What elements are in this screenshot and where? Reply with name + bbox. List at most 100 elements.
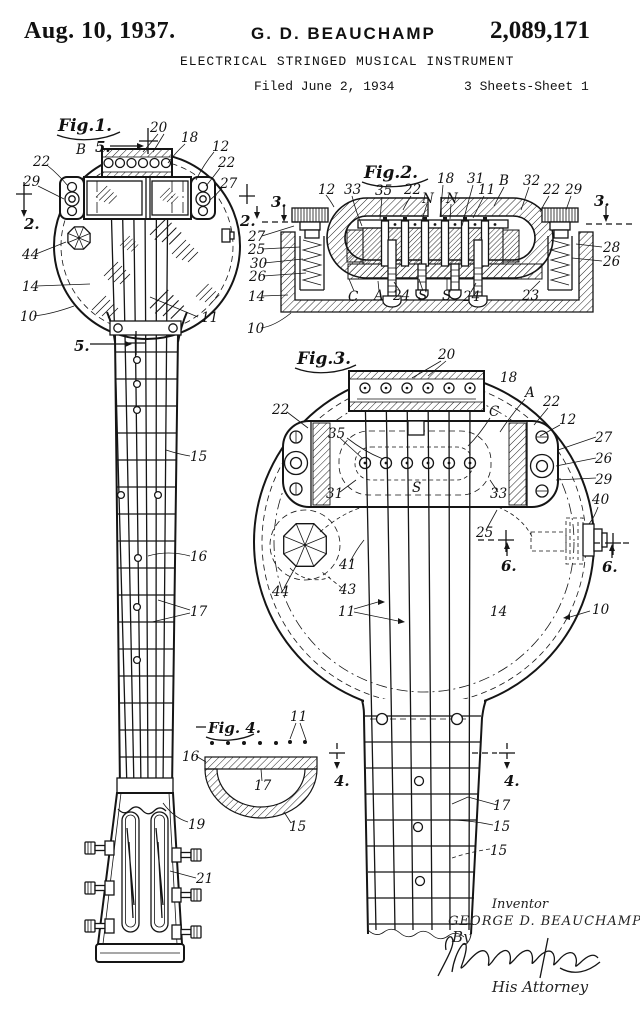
fig1-tuning-pegs-left xyxy=(85,841,114,933)
fig2-label-10: 10 xyxy=(247,321,265,337)
signature-block: Inventor GEORGE D. BEAUCHAMP By His Atto… xyxy=(438,897,640,996)
fig2-label-22-right: 22 xyxy=(542,182,560,198)
fig2-label-26-left: 26 xyxy=(248,269,267,285)
fig1-label-22-left: 22 xyxy=(32,154,50,170)
fig3-label-A: A xyxy=(523,385,535,401)
fig3-label-18: 18 xyxy=(500,370,518,386)
fig4-label-15: 15 xyxy=(289,819,306,835)
fig2-pickup-cross-section: Fig.2. 12 33 35 22 N 18 N 31 11 B 32 22 … xyxy=(239,163,634,337)
fig1-headstock xyxy=(85,778,201,962)
fig2-label-22-left: 22 xyxy=(403,182,421,198)
fig3-label-25: 25 xyxy=(475,525,493,541)
fig2-label-B: B xyxy=(498,173,509,189)
fig2-label-23: 23 xyxy=(521,288,539,304)
fig1-label-16: 16 xyxy=(190,549,208,565)
fig2-label-29: 29 xyxy=(564,182,583,198)
fig1-label-44: 44 xyxy=(21,247,39,263)
fig1-label-17: 17 xyxy=(190,604,208,620)
fig1-label-18: 18 xyxy=(181,130,199,146)
fig4-label-16: 16 xyxy=(182,749,200,765)
fig2-label-N-right: N xyxy=(445,191,459,207)
fig2-label-32: 32 xyxy=(523,173,540,189)
fig1-label-20: 20 xyxy=(149,120,168,136)
fig3-label-41: 41 xyxy=(338,557,356,573)
attorney-caption: His Attorney xyxy=(491,978,589,996)
fig2-label-3-right: 3. xyxy=(594,192,610,210)
fig3-label-6-left: 6. xyxy=(501,557,517,575)
fig3-label-12: 12 xyxy=(559,412,576,428)
fig1-guitar-front-view: Fig.1. B 5. 20 18 12 22 29 22 27 2. 44 1… xyxy=(16,116,240,962)
fig3-neck xyxy=(362,700,486,939)
fig1-label-21: 21 xyxy=(195,871,213,887)
fig1-label-15: 15 xyxy=(190,449,207,465)
fig3-label-31: 31 xyxy=(326,486,343,502)
fig3-label-4-left: 4. xyxy=(334,772,350,790)
fig2-label-11: 11 xyxy=(478,182,495,198)
fig2-title: Fig.2. xyxy=(363,163,418,183)
fig1-label-11: 11 xyxy=(201,310,218,326)
fig3-label-26: 26 xyxy=(594,451,613,467)
fig2-label-N-left: N xyxy=(421,191,435,207)
fig3-label-14: 14 xyxy=(490,604,507,620)
fig3-label-17: 17 xyxy=(493,798,511,814)
fig1-label-5-mid: 5. xyxy=(74,337,90,355)
fig1-label-29: 29 xyxy=(22,174,41,190)
fig4-fingerboard xyxy=(205,757,317,769)
fig1-volume-knob xyxy=(68,227,90,249)
fig2-adjustment-screw-left xyxy=(292,208,328,290)
fig3-label-22-left: 22 xyxy=(271,402,289,418)
fig3-label-20: 20 xyxy=(437,347,456,363)
fig3-label-11: 11 xyxy=(338,604,355,620)
fig1-tuning-pegs-right xyxy=(172,848,201,939)
fig2-label-26-right: 26 xyxy=(602,254,621,270)
fig2-label-24-right: 24 xyxy=(462,289,480,305)
fig4-label-11: 11 xyxy=(290,709,307,725)
fig1-label-27: 27 xyxy=(219,176,238,192)
fig1-label-12: 12 xyxy=(212,139,229,155)
fig2-label-3-left: 3. xyxy=(271,193,287,211)
fig1-label-22-right: 22 xyxy=(217,155,235,171)
fig2-label-S-left: S xyxy=(418,288,427,304)
fig4-label-17: 17 xyxy=(254,778,272,794)
fig3-label-6-right: 6. xyxy=(602,558,618,576)
fig2-label-C: C xyxy=(348,289,359,305)
fig3-label-29: 29 xyxy=(594,472,613,488)
fig2-label-12: 12 xyxy=(318,182,335,198)
fig3-label-15a: 15 xyxy=(493,819,510,835)
fig3-label-C: C xyxy=(489,404,500,420)
fig1-label-10: 10 xyxy=(20,309,38,325)
fig3-tailpiece xyxy=(349,371,484,411)
fig3-label-44: 44 xyxy=(271,584,289,600)
fig3-guitar-top-view: Fig.3. 20 18 A C 22 22 12 27 26 29 35 31… xyxy=(254,347,632,939)
fig1-label-14: 14 xyxy=(22,279,39,295)
fig1-tailpiece xyxy=(102,149,172,180)
fig2-adjustment-screw-right xyxy=(542,208,578,290)
fig2-label-S-right: S xyxy=(442,288,451,304)
fig1-label-5-top: 5. xyxy=(95,138,111,156)
fig2-label-18: 18 xyxy=(437,171,455,187)
inventor-signature-name: GEORGE D. BEAUCHAMP xyxy=(448,914,640,929)
fig3-label-27: 27 xyxy=(594,430,613,446)
fig3-label-33: 33 xyxy=(490,486,507,502)
fig1-title: Fig.1. xyxy=(57,116,112,136)
fig3-label-35: 35 xyxy=(328,426,345,442)
fig3-label-40: 40 xyxy=(591,492,610,508)
fig1-pickup-unit xyxy=(60,177,215,219)
fig2-label-33: 33 xyxy=(344,182,361,198)
by-label: By xyxy=(451,928,472,946)
fig1-label-2: 2. xyxy=(23,215,40,233)
fig1-label-19: 19 xyxy=(188,817,206,833)
fig3-label-22-right: 22 xyxy=(542,394,560,410)
fig1-label-B: B xyxy=(75,142,86,158)
fig3-label-S: S xyxy=(412,480,421,496)
fig2-label-35: 35 xyxy=(375,183,392,199)
inventor-caption: Inventor xyxy=(491,897,549,912)
fig2-label-14: 14 xyxy=(248,289,265,305)
fig3-label-43: 43 xyxy=(338,582,356,598)
fig2-label-A: A xyxy=(372,288,384,304)
fig3-title: Fig.3. xyxy=(296,349,351,369)
fig3-label-10: 10 xyxy=(592,602,610,618)
fig2-label-24-left: 24 xyxy=(392,288,410,304)
